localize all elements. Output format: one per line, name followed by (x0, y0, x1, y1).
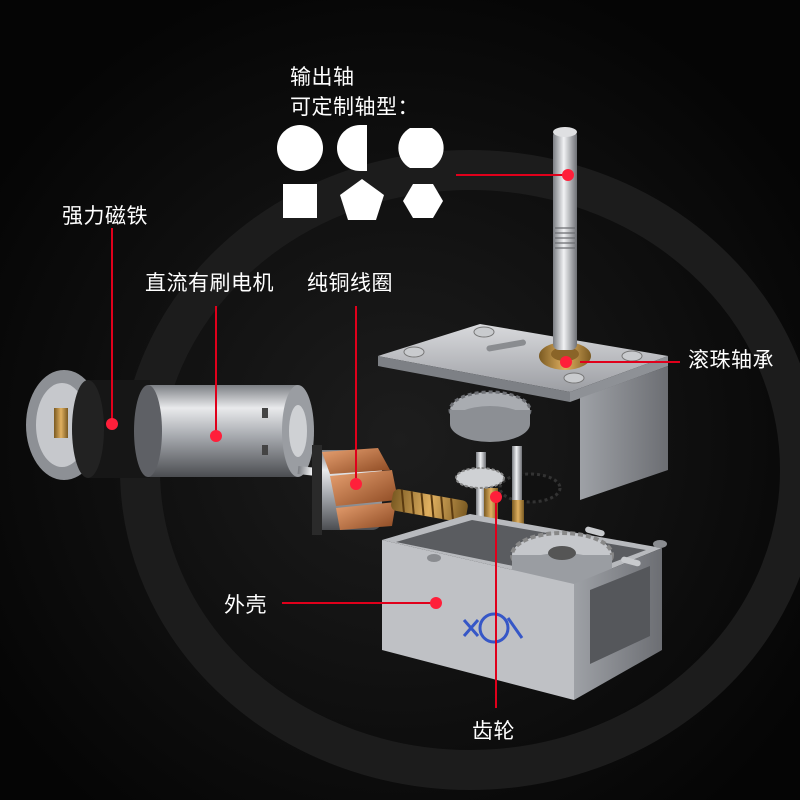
callout-dot-motor (210, 430, 222, 442)
plate-screw (563, 372, 585, 384)
motor-vent (262, 408, 268, 418)
motor-can-left (134, 385, 162, 477)
double-d-cut-circle-icon (398, 128, 444, 168)
brass-bushing (512, 500, 524, 528)
circle-icon (277, 125, 323, 171)
plate-edge-side (570, 356, 668, 402)
small-gear (455, 467, 505, 489)
d-cut-circle-icon (337, 125, 367, 171)
plate-top (378, 324, 668, 392)
large-output-gear-hole (548, 546, 576, 560)
coil-winding (330, 470, 398, 506)
label-gear: 齿轮 (472, 719, 515, 743)
housing-side-opening (590, 566, 650, 664)
housing-screw (621, 556, 641, 567)
callout-dots (106, 169, 574, 609)
plate-screw (621, 350, 643, 362)
label-housing: 外壳 (224, 593, 267, 617)
housing-screw (585, 526, 605, 537)
gear-train (448, 390, 562, 542)
plate-edge-front (378, 356, 570, 402)
black-gear (498, 472, 562, 504)
housing-hole (427, 554, 441, 562)
square-icon (283, 184, 317, 218)
motor-can (148, 385, 298, 477)
label-custom-shaft: 可定制轴型： (290, 95, 419, 119)
output-shaft (553, 127, 577, 350)
ball-bearing-inner (551, 347, 579, 361)
motor-bushing (289, 405, 307, 457)
magnet-block (88, 380, 150, 478)
callout-dot-shaft (562, 169, 574, 181)
housing-hole (653, 540, 667, 548)
callout-lines (111, 174, 680, 708)
plate-screw (403, 346, 425, 358)
coil-winding (336, 502, 396, 530)
motor-terminal (54, 408, 68, 438)
pentagon-icon (340, 179, 384, 220)
callout-dot-bearing (560, 356, 572, 368)
label-output-shaft: 输出轴 (290, 65, 355, 89)
dc-motor (26, 370, 331, 480)
plate-bracket (580, 366, 668, 500)
motor-vent (262, 445, 268, 455)
callout-dot-gear (490, 491, 502, 503)
plate-screw (473, 326, 495, 338)
brand-logo (462, 612, 524, 644)
hexagon-icon (403, 184, 443, 218)
magnet-face (72, 380, 104, 478)
housing (382, 514, 667, 700)
label-copper-coil: 纯铜线圈 (307, 271, 393, 295)
spur-gear-bottom (450, 406, 530, 442)
callout-dot-magnet (106, 418, 118, 430)
commutator (312, 445, 322, 535)
label-magnet: 强力磁铁 (62, 204, 148, 228)
top-plate (378, 324, 668, 500)
label-ball-bearing: 滚珠轴承 (688, 348, 774, 372)
shaft-shape-icons (277, 125, 444, 220)
callout-dot-housing (430, 597, 442, 609)
gear-pin (476, 452, 486, 542)
worm-gear (391, 489, 468, 523)
plate-slot (486, 339, 526, 352)
label-dc-motor: 直流有刷电机 (145, 271, 274, 295)
armature-coil (312, 445, 468, 535)
callout-dot-coil (350, 478, 362, 490)
gear-pin (512, 446, 522, 506)
